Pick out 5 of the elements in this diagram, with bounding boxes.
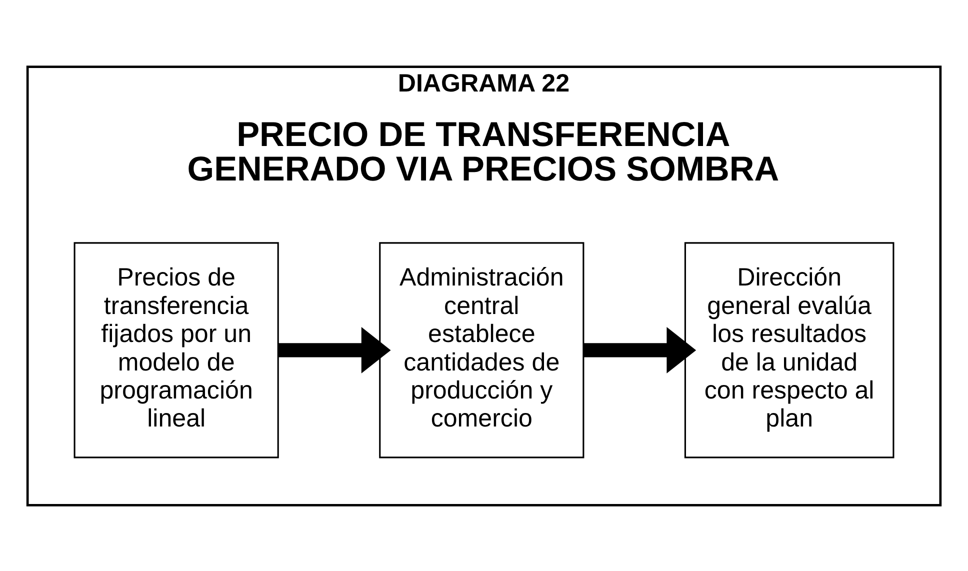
node-box: Dirección general evalúa los resultados de la unidad con respecto al plan	[684, 242, 894, 458]
node-box: Administración central establece cantidades de producción y comercio	[379, 242, 584, 458]
arrow	[278, 326, 391, 373]
node-box: Precios de transferencia fijados por un modelo de programación lineal	[74, 242, 279, 458]
arrow	[584, 326, 696, 373]
